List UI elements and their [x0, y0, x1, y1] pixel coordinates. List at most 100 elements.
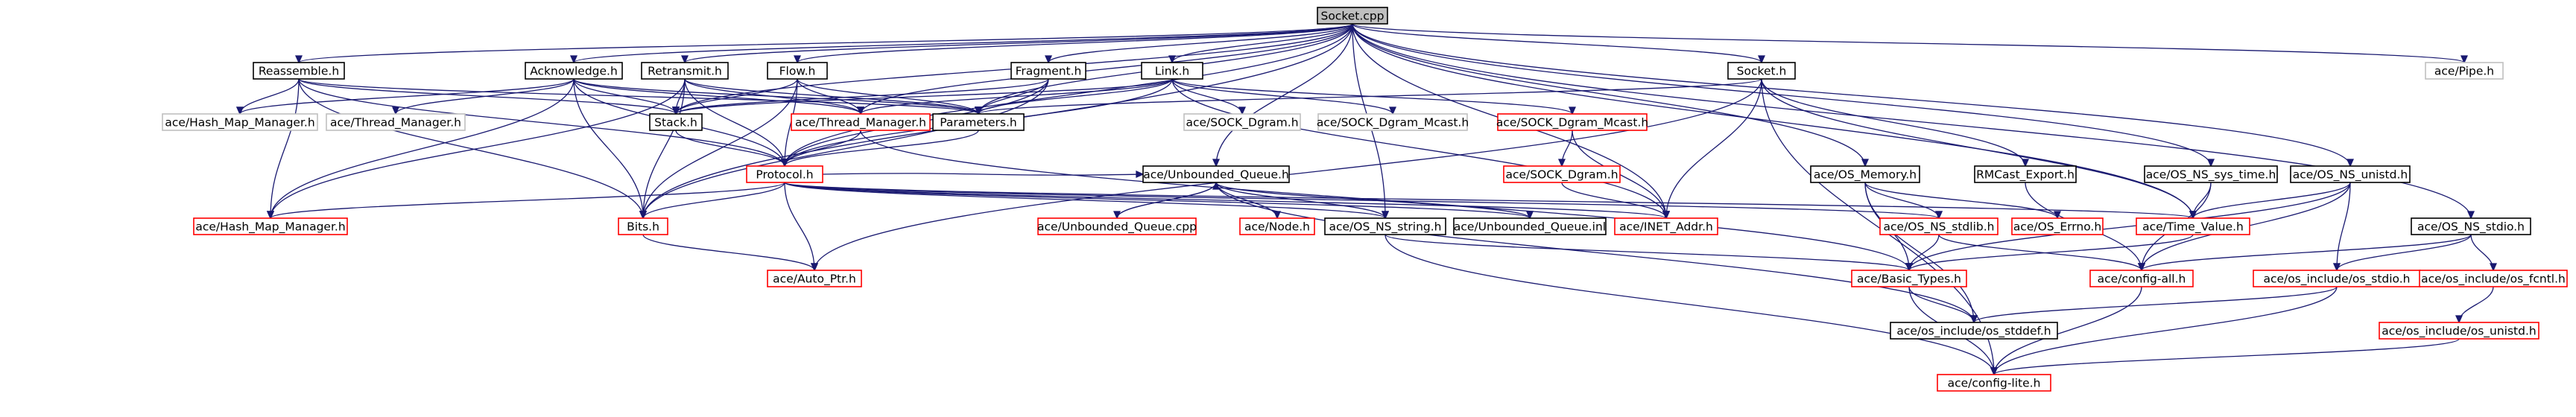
node-ace-inet-addr-h[interactable]: ace/INET_Addr.h	[1614, 217, 1718, 235]
edge-line	[1561, 182, 1667, 219]
edge-line	[642, 234, 815, 271]
node-box	[162, 113, 318, 131]
node-label: ace/SOCK_Dgram_Mcast.h	[1317, 116, 1469, 130]
edge-arrowhead	[2346, 159, 2355, 168]
edge-arrowhead	[1861, 159, 1870, 168]
node-ace-os-ns-stdio-h[interactable]: ace/OS_NS_stdio.h	[2411, 217, 2531, 235]
edge-line	[573, 23, 1353, 63]
edge-arrowhead	[810, 263, 819, 272]
edge-arrowhead	[1934, 211, 1943, 220]
node-label: Retransmit.h	[648, 65, 722, 78]
dependency-edge	[2470, 234, 2498, 272]
node-ace-config-all-h[interactable]: ace/config-all.h	[2089, 270, 2194, 287]
edge-line	[784, 130, 861, 167]
node-ace-os-ns-string-h[interactable]: ace/OS_NS_string.h	[1324, 217, 1446, 235]
node-box	[2419, 270, 2568, 287]
node-ace-unbounded-queue-inl[interactable]: ace/Unbounded_Queue.inl	[1453, 217, 1607, 235]
node-ace-node-h[interactable]: ace/Node.h	[1239, 217, 1315, 235]
node-retransmit-h[interactable]: Retransmit.h	[641, 62, 729, 80]
edge-arrowhead	[2332, 263, 2341, 272]
node-ace-unbounded-queue-h[interactable]: ace/Unbounded_Queue.h	[1142, 165, 1290, 183]
edge-line	[797, 23, 1353, 63]
node-box	[2144, 165, 2278, 183]
edge-line	[395, 78, 575, 115]
node-ace-os-ns-sys-time-h[interactable]: ace/OS_NS_sys_time.h	[2144, 165, 2278, 183]
dependency-edge	[294, 23, 1353, 64]
node-box	[1141, 62, 1203, 80]
edge-line	[675, 78, 798, 115]
edge-arrowhead	[974, 106, 983, 115]
edge-arrowhead	[391, 106, 400, 115]
edge-arrowhead	[1388, 106, 1397, 115]
node-parameters-h[interactable]: Parameters.h	[932, 113, 1025, 131]
node-ace-thread-manager-h[interactable]: ace/Thread_Manager.h	[791, 113, 931, 131]
edge-line	[270, 78, 300, 219]
dependency-edge	[793, 23, 1353, 64]
node-ace-config-lite-h[interactable]: ace/config-lite.h	[1937, 374, 2051, 392]
edge-line	[1116, 182, 1217, 219]
node-socket-h[interactable]: Socket.h	[1727, 62, 1796, 80]
node-ace-os-ns-stdlib-h[interactable]: ace/OS_NS_stdlib.h	[1879, 217, 1999, 235]
node-acknowledge-h[interactable]: Acknowledge.h	[525, 62, 623, 80]
edge-arrowhead	[266, 211, 275, 220]
edge-line	[1864, 182, 2058, 219]
node-label: ace/os_include/os_fcntl.h	[2421, 273, 2566, 287]
node-box	[791, 113, 931, 131]
node-reassemble-h[interactable]: Reassemble.h	[253, 62, 345, 80]
edge-arrowhead	[1969, 315, 1978, 324]
node-box	[1974, 165, 2077, 183]
dependency-edge	[1352, 23, 1870, 168]
node-box	[2011, 217, 2104, 235]
node-ace-os-errno-h[interactable]: ace/OS_Errno.h	[2011, 217, 2104, 235]
node-socket-cpp[interactable]: Socket.cpp	[1317, 7, 1388, 25]
node-protocol-h[interactable]: Protocol.h	[746, 165, 823, 183]
node-box	[1614, 217, 1718, 235]
node-rmcast-export-h[interactable]: RMCast_Export.h	[1974, 165, 2077, 183]
node-ace-sock-dgram-h[interactable]: ace/SOCK_Dgram.h	[1503, 165, 1621, 183]
node-bits-h[interactable]: Bits.h	[618, 217, 668, 235]
edge-line	[784, 182, 1386, 219]
dependency-edge	[1352, 23, 2215, 168]
edge-line	[1171, 78, 1393, 115]
edge-line	[2336, 182, 2351, 271]
edge-line	[1215, 182, 1975, 323]
node-stack-h[interactable]: Stack.h	[649, 113, 703, 131]
node-fragment-h[interactable]: Fragment.h	[1010, 62, 1086, 80]
edge-line	[784, 182, 2194, 219]
node-ace-os-include-os-fcntl-h[interactable]: ace/os_include/os_fcntl.h	[2419, 270, 2568, 287]
node-label: Bits.h	[627, 220, 659, 234]
node-ace-thread-manager-h: ace/Thread_Manager.h	[326, 113, 466, 131]
node-box	[193, 217, 348, 235]
edge-line	[298, 23, 1353, 63]
node-ace-os-include-os-stddef-h[interactable]: ace/os_include/os_stddef.h	[1890, 322, 2058, 340]
dependency-edge	[2137, 234, 2472, 272]
node-label: Parameters.h	[940, 116, 1016, 130]
edge-line	[1352, 23, 1762, 63]
node-label: ace/Thread_Manager.h	[330, 116, 461, 130]
node-ace-os-include-os-unistd-h[interactable]: ace/os_include/os_unistd.h	[2379, 322, 2539, 340]
node-ace-hash-map-manager-h[interactable]: ace/Hash_Map_Manager.h	[193, 217, 348, 235]
node-link-h[interactable]: Link.h	[1141, 62, 1203, 80]
node-box	[1937, 374, 2051, 392]
node-ace-auto-ptr-h[interactable]: ace/Auto_Ptr.h	[767, 270, 862, 287]
node-ace-sock-dgram-mcast-h[interactable]: ace/SOCK_Dgram_Mcast.h	[1496, 113, 1648, 131]
node-ace-os-memory-h[interactable]: ace/OS_Memory.h	[1810, 165, 1920, 183]
node-flow-h[interactable]: Flow.h	[767, 62, 828, 80]
edge-line	[684, 23, 1353, 63]
node-box	[1239, 217, 1315, 235]
edge-line	[1864, 182, 1975, 323]
node-box	[1010, 62, 1086, 80]
edge-arrowhead	[294, 55, 303, 64]
node-ace-os-include-os-stdio-h[interactable]: ace/os_include/os_stdio.h	[2253, 270, 2421, 287]
node-label: Acknowledge.h	[530, 65, 618, 78]
dependency-edge	[266, 182, 785, 220]
node-ace-os-ns-unistd-h[interactable]: ace/OS_NS_unistd.h	[2290, 165, 2411, 183]
node-box	[1851, 270, 1967, 287]
edge-line	[1993, 338, 2460, 375]
edge-line	[1993, 286, 2338, 375]
node-ace-time-value-h[interactable]: ace/Time_Value.h	[2136, 217, 2250, 235]
node-ace-basic-types-h[interactable]: ace/Basic_Types.h	[1851, 270, 1967, 287]
dependency-edge	[1905, 234, 2194, 272]
edge-arrowhead	[1990, 367, 1999, 376]
node-ace-unbounded-queue-cpp[interactable]: ace/Unbounded_Queue.cpp	[1037, 217, 1197, 235]
